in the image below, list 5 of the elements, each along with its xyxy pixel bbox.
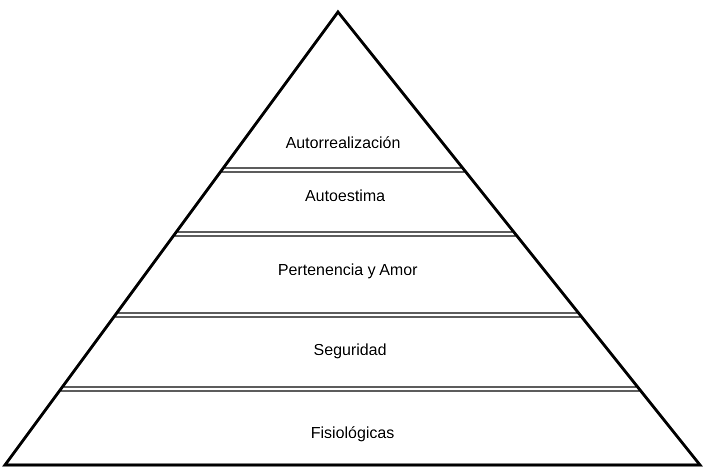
level-label: Fisiológicas [310, 425, 396, 443]
level-label: Seguridad [312, 342, 388, 360]
level-label: Pertenencia y Amor [276, 262, 418, 280]
level-label: Autorrealización [284, 135, 402, 153]
level-label: Autoestima [304, 188, 386, 206]
